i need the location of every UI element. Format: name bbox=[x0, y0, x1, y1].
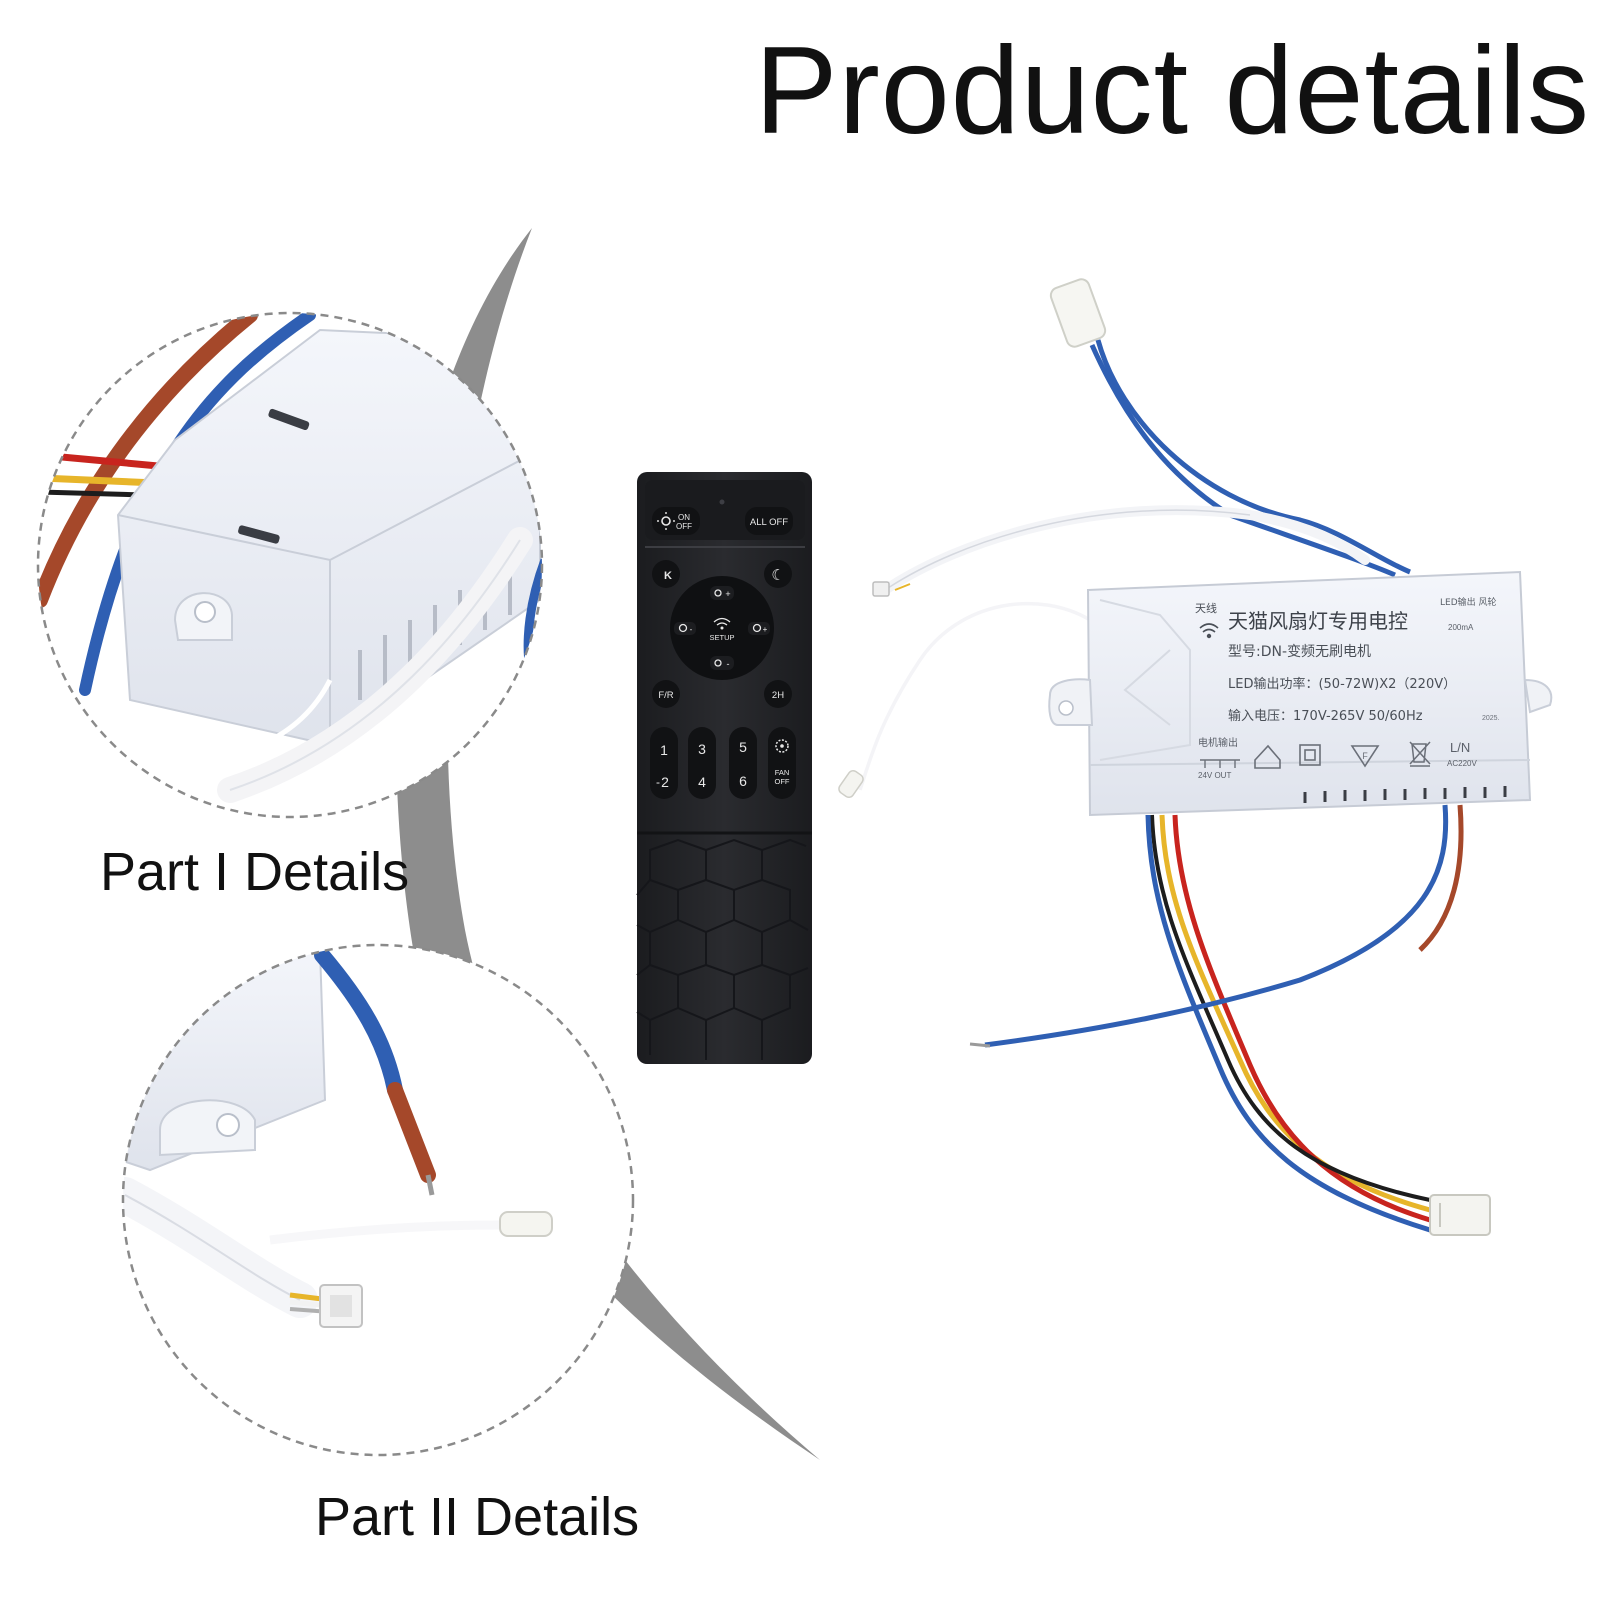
fan-speed-icon bbox=[775, 739, 789, 753]
detail-circle-part-two bbox=[121, 943, 635, 1457]
fan-off-button[interactable]: FAN OFF bbox=[768, 727, 796, 799]
brightness-up-icon bbox=[714, 589, 722, 597]
fan-speed-5-6-button[interactable]: 5 6 bbox=[729, 727, 757, 799]
ac-label: AC220V bbox=[1447, 759, 1477, 768]
fan-light-controller-module: 天线 天猫风扇灯专用电控 LED输出 风轮 200mA 型号:DN-变频无刷电机… bbox=[838, 278, 1553, 1236]
svg-text:+: + bbox=[725, 589, 730, 599]
detail-circle-part-one bbox=[36, 311, 544, 819]
setup-button[interactable]: SETUP bbox=[709, 617, 735, 643]
speed-1-label: 1 bbox=[660, 742, 668, 758]
wifi-icon bbox=[713, 617, 731, 626]
speed-3-label: 3 bbox=[698, 741, 706, 757]
on-off-button[interactable]: ON OFF bbox=[652, 507, 700, 535]
speed-2-label: 2 bbox=[661, 774, 669, 790]
output-terminal-icon bbox=[1200, 759, 1240, 768]
on-off-label: ON bbox=[678, 513, 690, 522]
caption-part-two: Part II Details bbox=[315, 1487, 640, 1547]
brightness-dial: + - - + S bbox=[670, 576, 774, 680]
svg-text:-: - bbox=[656, 775, 660, 789]
remote-control: ON OFF ALL OFF K ☾ + bbox=[636, 472, 812, 1064]
current-label: 200mA bbox=[1448, 623, 1474, 632]
svg-text:-: - bbox=[727, 659, 730, 669]
timer-2h-button[interactable]: 2H bbox=[764, 680, 792, 708]
all-off-label: ALL OFF bbox=[750, 517, 788, 528]
caption-part-one: Part I Details bbox=[100, 842, 410, 902]
svg-text:OFF: OFF bbox=[775, 777, 790, 786]
two-h-label: 2H bbox=[772, 690, 784, 701]
fan-speed-3-4-button[interactable]: 3 4 bbox=[688, 727, 716, 799]
speed-5-label: 5 bbox=[739, 739, 747, 755]
svg-text:-: - bbox=[690, 625, 693, 634]
wifi-icon bbox=[1199, 623, 1219, 639]
color-temp-plus-icon bbox=[752, 623, 762, 633]
antenna-label: 天线 bbox=[1195, 601, 1217, 615]
brand-label: 天猫风扇灯专用电控 bbox=[1228, 609, 1408, 633]
svg-text:OFF: OFF bbox=[676, 522, 692, 531]
input-voltage-label: 输入电压：170V-265V 50/60Hz bbox=[1228, 708, 1423, 724]
fr-label: F/R bbox=[658, 690, 673, 701]
model-label: 型号:DN-变频无刷电机 bbox=[1228, 644, 1371, 660]
motor-output-label: 电机输出 bbox=[1198, 736, 1238, 749]
speed-6-label: 6 bbox=[739, 773, 747, 789]
color-temp-minus-button[interactable]: - bbox=[674, 622, 696, 635]
setup-label: SETUP bbox=[709, 633, 734, 642]
double-insulation-icon bbox=[1299, 744, 1321, 766]
moon-icon: ☾ bbox=[771, 567, 784, 584]
fan-speed-1-2-button[interactable]: 1 - 2 bbox=[650, 727, 678, 799]
all-off-button[interactable]: ALL OFF bbox=[745, 507, 793, 535]
fan-off-label: FAN bbox=[775, 768, 790, 777]
led-power-label: LED输出功率：(50-72W)X2（220V） bbox=[1228, 676, 1456, 692]
brightness-down-button[interactable]: - bbox=[710, 656, 734, 670]
date-code-label: 2025. bbox=[1482, 715, 1500, 722]
battery-cover-texture bbox=[636, 838, 809, 1060]
speed-4-label: 4 bbox=[698, 774, 706, 790]
power-sun-icon bbox=[657, 512, 675, 530]
out-24v-label: 24V OUT bbox=[1198, 771, 1231, 780]
color-temp-plus-button[interactable]: + bbox=[748, 622, 770, 635]
k-label: K bbox=[664, 570, 672, 582]
led-output-label: LED输出 风轮 bbox=[1440, 596, 1497, 608]
brightness-down-icon bbox=[714, 659, 722, 667]
weee-bin-icon bbox=[1409, 741, 1431, 767]
brightness-up-button[interactable]: + bbox=[710, 586, 734, 600]
ln-label: L/N bbox=[1450, 740, 1470, 755]
night-mode-button[interactable]: ☾ bbox=[764, 560, 792, 588]
color-temperature-k-button[interactable]: K bbox=[652, 560, 680, 588]
color-temp-minus-icon bbox=[678, 623, 688, 633]
fan-reverse-button[interactable]: F/R bbox=[652, 680, 680, 708]
svg-text:F: F bbox=[1362, 751, 1368, 761]
home-icon bbox=[1254, 744, 1281, 769]
page-title: Product details bbox=[754, 22, 1590, 160]
f-mark-icon: F bbox=[1350, 745, 1380, 768]
svg-text:+: + bbox=[763, 625, 768, 634]
